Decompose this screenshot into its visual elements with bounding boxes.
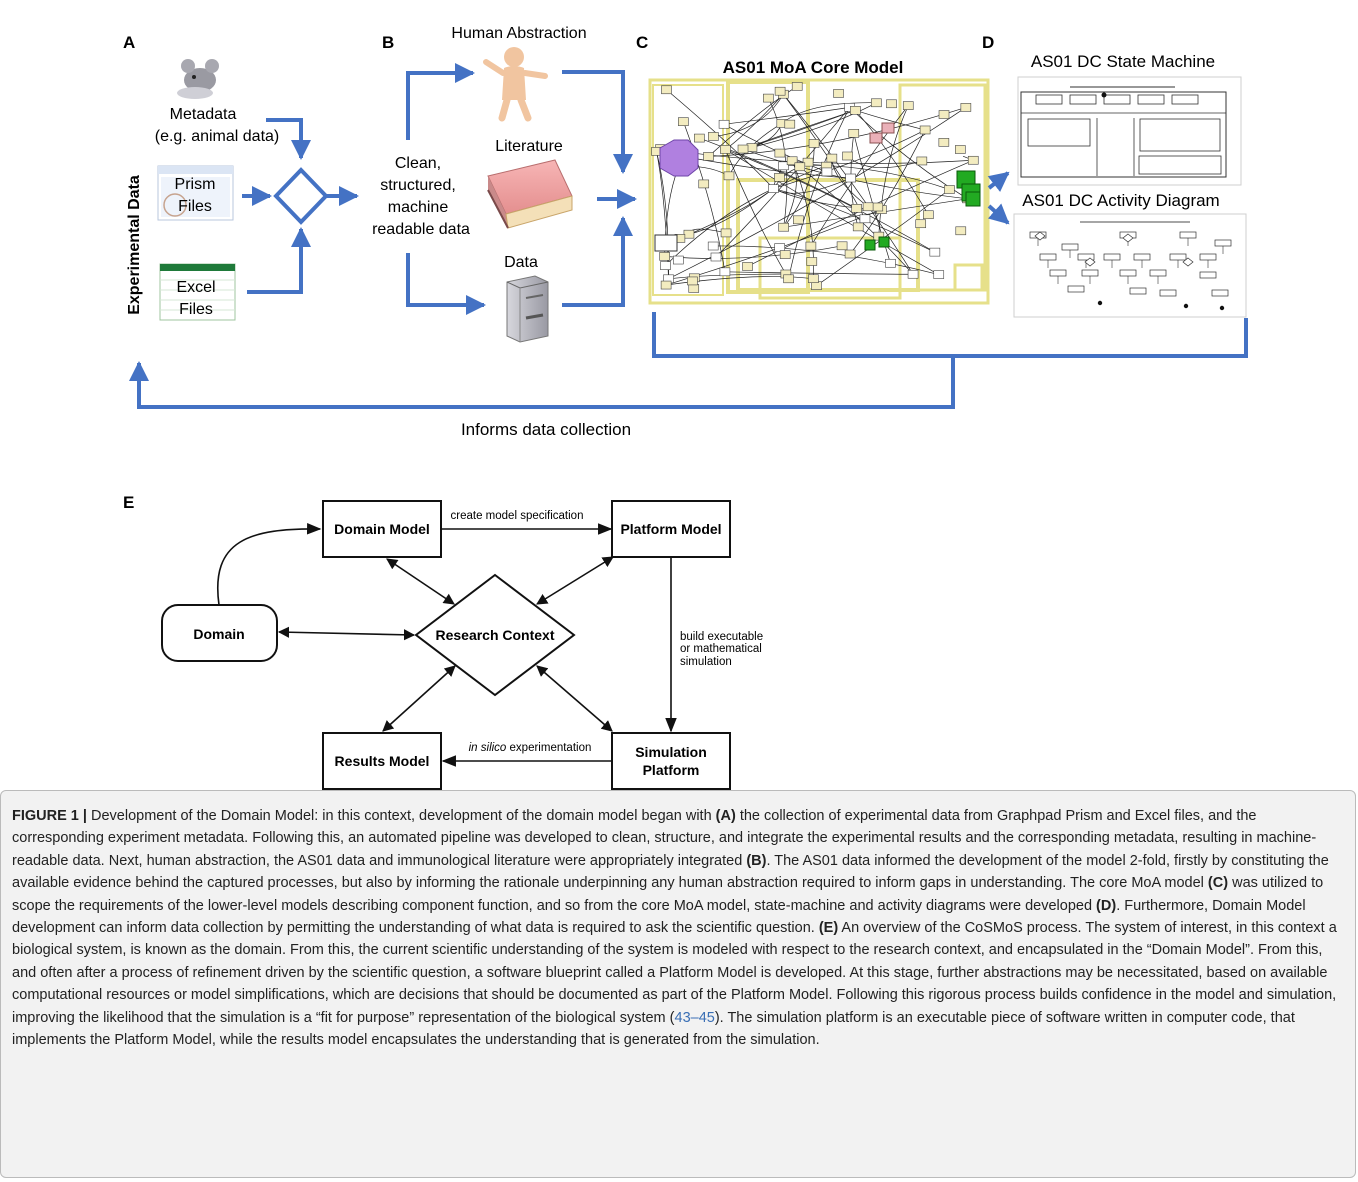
platform-model-box [611, 500, 731, 558]
caption-label: FIGURE 1 | [12, 808, 87, 824]
metadata-label: Metadata [170, 106, 237, 123]
panel-a-connectors [242, 118, 359, 294]
build-label-line-1: build executable [680, 631, 763, 643]
in-silico-italic: in silico [469, 742, 507, 754]
state-machine-title: AS01 DC State Machine [1031, 52, 1215, 71]
experimental-data-label: Experimental Data [126, 175, 143, 315]
prism-files-label: Files [178, 198, 212, 215]
in-silico-label: in silico experimentation [469, 742, 592, 754]
clean-data-line-2: structured, [380, 177, 456, 194]
in-silico-rest: experimentation [506, 742, 591, 754]
mouse-icon [177, 59, 219, 99]
figure-caption: FIGURE 1 | Development of the Domain Mod… [12, 805, 1342, 1051]
platform-label: Platform [643, 762, 700, 778]
research-context-label: Research Context [435, 627, 554, 643]
book-icon [487, 159, 573, 229]
excel-files-label: Files [179, 301, 213, 318]
prism-file-thumbnail [157, 165, 234, 221]
data-label: Data [504, 254, 538, 271]
activity-diagram [1013, 213, 1247, 318]
caption-ref-b: (B) [746, 852, 767, 869]
caption-ref-d: (D) [1096, 897, 1117, 914]
caption-text-3: . The AS01 data informed the development… [12, 852, 1329, 892]
panel-e-arrows [217, 523, 677, 767]
simulation-platform-box [611, 732, 731, 790]
human-figure-icon [483, 47, 548, 122]
caption-text-4: was utilized to scope the requirements o… [12, 875, 1324, 914]
prism-label: Prism [175, 176, 216, 193]
simulation-label: Simulation [635, 744, 707, 760]
build-label-line-2: or mathematical [680, 643, 762, 655]
excel-file-thumbnail [159, 263, 236, 321]
clean-data-line-3: machine [388, 199, 449, 216]
panel-c-to-d-connectors [987, 171, 1010, 225]
domain-model-label: Domain Model [334, 521, 430, 537]
caption-text-5: . Furthermore, Domain Model development … [12, 897, 1306, 937]
core-model-title: AS01 MoA Core Model [723, 58, 904, 77]
build-label-line-3: simulation [680, 656, 732, 668]
domain-box [161, 604, 278, 662]
panel-letter-b: B [382, 33, 394, 52]
caption-text-7: ). The simulation platform is an executa… [12, 1009, 1295, 1049]
caption-ref-e: (E) [818, 920, 839, 937]
server-icon [506, 275, 549, 343]
panel-letter-a: A [123, 33, 135, 52]
caption-text-2: the collection of experimental data from… [12, 808, 1317, 869]
figure-canvas: A B C D Metadata (e.g. animal data) Expe… [123, 25, 1248, 790]
panel-letter-d: D [982, 33, 994, 52]
literature-label: Literature [495, 138, 563, 155]
caption-text-1: Development of the Domain Model: in this… [86, 808, 716, 824]
results-model-label: Results Model [335, 753, 430, 769]
panel-letter-c: C [636, 33, 648, 52]
panel-letter-e: E [123, 493, 134, 512]
caption-box [0, 790, 1356, 1178]
domain-model-box [322, 500, 442, 558]
caption-citation-link[interactable]: 43–45 [674, 1009, 715, 1026]
clean-data-line-4: readable data [372, 221, 470, 238]
platform-model-label: Platform Model [620, 521, 721, 537]
results-model-box [322, 732, 442, 790]
caption-ref-a: (A) [715, 808, 736, 824]
metadata-example-label: (e.g. animal data) [155, 128, 280, 145]
feedback-loop-arrow [129, 312, 1248, 409]
merge-diamond [273, 167, 329, 225]
clean-data-line-1: Clean, [395, 155, 441, 172]
feedback-label: Informs data collection [461, 420, 631, 439]
panel-b-connectors [406, 63, 637, 315]
create-spec-label: create model specification [451, 510, 584, 522]
state-machine-diagram [1017, 76, 1242, 186]
excel-label: Excel [176, 279, 215, 296]
activity-diagram-title: AS01 DC Activity Diagram [1022, 191, 1219, 210]
caption-ref-c: (C) [1207, 875, 1229, 892]
core-model-diagram [648, 78, 990, 305]
human-abstraction-label: Human Abstraction [451, 25, 586, 42]
caption-text-6: An overview of the CoSMoS process. The s… [12, 920, 1337, 1026]
research-context-diamond [414, 573, 576, 697]
domain-label: Domain [193, 626, 244, 642]
